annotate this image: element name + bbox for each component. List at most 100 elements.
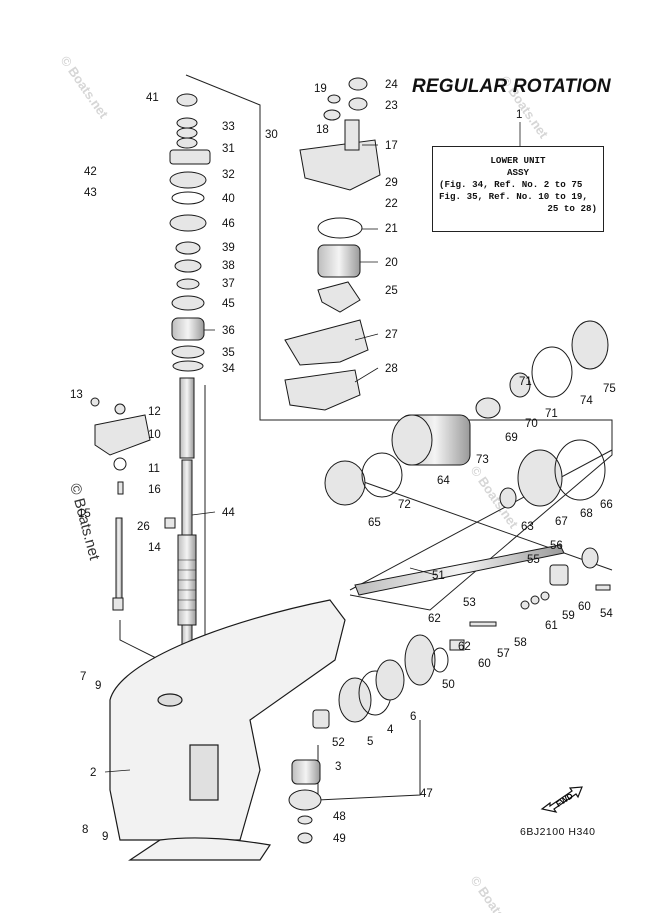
assembly-line: Fig. 35, Ref. No. 10 to 19, <box>439 191 588 202</box>
callout-label: 34 <box>222 363 235 375</box>
callout-label: 16 <box>148 484 161 496</box>
callout-label: 32 <box>222 169 235 181</box>
callout-label: 13 <box>70 389 83 401</box>
callout-label: 69 <box>505 432 518 444</box>
callout-label: 57 <box>497 648 510 660</box>
watermark-text: © Boats.net <box>58 53 112 121</box>
callout-label: 59 <box>562 610 575 622</box>
callout-label: 64 <box>437 475 450 487</box>
callout-label: 26 <box>137 521 150 533</box>
callout-label: 75 <box>603 383 616 395</box>
callout-label: 52 <box>332 737 345 749</box>
assembly-frame-lines <box>119 74 613 801</box>
fwd-arrow-icon: FWD <box>540 786 583 813</box>
lower-unit-housing <box>109 599 346 861</box>
callout-label: 22 <box>385 198 398 210</box>
propeller-shaft-assembly <box>288 320 611 844</box>
callout-label: 41 <box>146 92 159 104</box>
callout-label: 35 <box>222 347 235 359</box>
assembly-line: 25 to 28) <box>547 203 597 214</box>
callout-label: 17 <box>385 140 398 152</box>
callout-label: 38 <box>222 260 235 272</box>
callout-label: 71 <box>519 376 532 388</box>
assembly-line: ASSY <box>506 167 530 178</box>
assembly-line: LOWER UNIT <box>490 155 546 166</box>
callout-label: 39 <box>222 242 235 254</box>
callout-label: 11 <box>148 463 160 475</box>
callout-label: 44 <box>222 507 235 519</box>
callout-label: 51 <box>432 570 445 582</box>
figure-code: 6BJ2100 H340 <box>520 826 596 838</box>
callout-label: 31 <box>222 143 235 155</box>
callout-label: 3 <box>335 761 341 773</box>
callout-label: 18 <box>316 124 329 136</box>
callout-label: 9 <box>95 680 101 692</box>
callout-label: 15 <box>78 508 91 520</box>
callout-label: 30 <box>265 129 278 141</box>
callout-label: 10 <box>148 429 161 441</box>
callout-label: 60 <box>578 601 591 613</box>
callout-label: 70 <box>525 418 538 430</box>
leader-lines <box>104 122 521 773</box>
callout-label: 28 <box>385 363 398 375</box>
callout-label: 74 <box>580 395 593 407</box>
callout-label: 42 <box>84 166 97 178</box>
callout-label: 1 <box>516 109 522 121</box>
callout-label: 71 <box>545 408 558 420</box>
callout-label: 68 <box>580 508 593 520</box>
callout-label: 29 <box>385 177 398 189</box>
callout-label: 24 <box>385 79 398 91</box>
callout-label: 6 <box>410 711 416 723</box>
callout-label: 63 <box>521 521 534 533</box>
callout-label: 40 <box>222 193 235 205</box>
callout-label: 19 <box>314 83 327 95</box>
driveshaft-assembly <box>169 93 211 646</box>
callout-label: 20 <box>385 257 398 269</box>
callout-label: 50 <box>442 679 455 691</box>
callout-label: 27 <box>385 329 398 341</box>
callout-label: 23 <box>385 100 398 112</box>
callout-label: 65 <box>368 517 381 529</box>
callout-label: 7 <box>80 671 86 683</box>
callout-label: 4 <box>387 724 394 736</box>
callout-label: 25 <box>385 285 398 297</box>
water-pump-assembly <box>284 77 381 411</box>
callout-labels: 1 2 3 4 5 6 7 8 9 9 10 11 12 13 14 15 16… <box>70 79 616 845</box>
callout-label: 62 <box>428 613 441 625</box>
callout-label: 66 <box>600 499 613 511</box>
callout-label: 53 <box>463 597 476 609</box>
callout-label: 58 <box>514 637 527 649</box>
callout-label: 48 <box>333 811 346 823</box>
callout-label: 2 <box>90 767 96 779</box>
shift-rod-assembly <box>90 397 176 611</box>
callout-label: 43 <box>84 187 97 199</box>
callout-label: 67 <box>555 516 568 528</box>
callout-label: 14 <box>148 542 161 554</box>
callout-label: 37 <box>222 278 235 290</box>
callout-label: 46 <box>222 218 235 230</box>
callout-label: 47 <box>420 788 433 800</box>
callout-label: 61 <box>545 620 558 632</box>
callout-label: 9 <box>102 831 108 843</box>
callout-label: 56 <box>550 540 563 552</box>
assembly-line: (Fig. 34, Ref. No. 2 to 75 <box>439 179 583 190</box>
callout-label: 55 <box>527 554 540 566</box>
callout-label: 73 <box>476 454 489 466</box>
callout-label: 21 <box>385 223 398 235</box>
watermark-text: © Boats.net <box>66 482 103 563</box>
callout-label: 33 <box>222 121 235 133</box>
callout-label: 60 <box>478 658 491 670</box>
diagram-title: REGULAR ROTATION <box>412 76 611 97</box>
callout-label: 5 <box>367 736 373 748</box>
callout-label: 45 <box>222 298 235 310</box>
callout-label: 54 <box>600 608 613 620</box>
callout-label: 62 <box>458 641 471 653</box>
callout-label: 36 <box>222 325 235 337</box>
assembly-reference-box: LOWER UNIT ASSY (Fig. 34, Ref. No. 2 to … <box>432 146 604 232</box>
callout-label: 12 <box>148 406 161 418</box>
watermark-text: © Boats.net <box>468 873 522 913</box>
callout-label: 49 <box>333 833 346 845</box>
callout-label: 72 <box>398 499 411 511</box>
